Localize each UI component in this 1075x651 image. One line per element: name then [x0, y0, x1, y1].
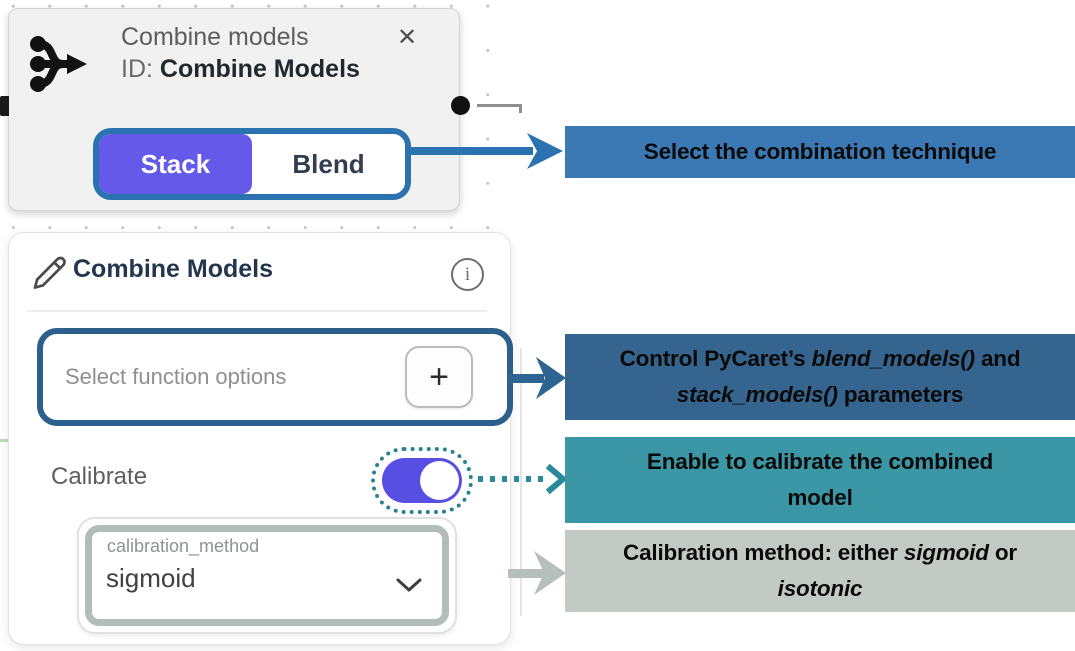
callout-calibration-method: Calibration method: either sigmoid or is… — [565, 530, 1075, 612]
callout-combination-technique: Select the combination technique — [565, 126, 1075, 178]
info-icon[interactable]: i — [451, 258, 484, 291]
combination-technique-toggle: Stack Blend — [93, 128, 411, 200]
function-options-input[interactable]: Select function options — [65, 364, 287, 389]
callout-text: Select the combination technique — [643, 139, 997, 164]
close-icon[interactable]: ✕ — [397, 24, 418, 51]
tab-blend[interactable]: Blend — [252, 134, 405, 194]
info-glyph: i — [464, 263, 471, 285]
arrow-function-options — [508, 357, 566, 399]
callout-line-2: isotonic — [777, 576, 863, 601]
callout-line-2: stack_models() parameters — [676, 382, 964, 407]
dropdown-value: sigmoid — [106, 563, 196, 593]
panel-edge-line — [520, 348, 522, 616]
function-options-highlight: Select function options + — [37, 328, 513, 426]
add-function-option-button[interactable]: + — [405, 346, 473, 408]
calibration-method-dropdown[interactable]: calibration_method sigmoid — [77, 517, 457, 634]
callout-pycaret-parameters: Control PyCaret’s blend_models() and sta… — [565, 334, 1075, 420]
arrow-calibration-method — [508, 551, 566, 595]
callout-line-2: model — [787, 485, 853, 510]
combine-models-node[interactable]: Combine models ✕ ID: Combine Models Stac… — [8, 8, 460, 211]
chevron-down-icon — [396, 578, 422, 592]
panel-title: Combine Models — [73, 255, 274, 283]
arrow-combination-technique — [405, 133, 563, 169]
calibration-method-highlight — [85, 525, 449, 626]
node-id-label: ID: — [121, 55, 153, 83]
arrow-calibrate — [478, 463, 568, 495]
merge-icon — [30, 36, 87, 92]
green-connector-stub — [0, 439, 14, 442]
calibrate-label: Calibrate — [51, 463, 148, 490]
toggle-knob — [420, 461, 459, 500]
callout-line-1: Control PyCaret’s blend_models() and — [619, 346, 1021, 371]
node-input-port[interactable] — [0, 96, 9, 116]
plus-icon: + — [429, 357, 449, 396]
node-id: ID: Combine Models — [121, 55, 360, 84]
callout-line-1: Enable to calibrate the combined — [646, 449, 994, 474]
callout-line-1: Calibration method: either sigmoid or — [623, 540, 1017, 565]
node-title: Combine models — [121, 23, 309, 51]
node-connector-line — [477, 104, 521, 107]
dropdown-label: calibration_method — [107, 536, 260, 556]
calibrate-toggle[interactable] — [382, 458, 462, 503]
node-id-value: Combine Models — [159, 55, 360, 83]
calibrate-toggle-highlight — [371, 447, 473, 514]
pencil-icon — [33, 256, 66, 289]
combine-models-parameters-panel: Combine Models i Select function options… — [8, 232, 513, 645]
tab-stack[interactable]: Stack — [99, 134, 252, 194]
node-output-port[interactable] — [451, 96, 470, 115]
callout-calibrate: Enable to calibrate the combined model — [565, 437, 1075, 523]
divider — [27, 310, 487, 312]
node-connector-line-end — [519, 104, 522, 113]
